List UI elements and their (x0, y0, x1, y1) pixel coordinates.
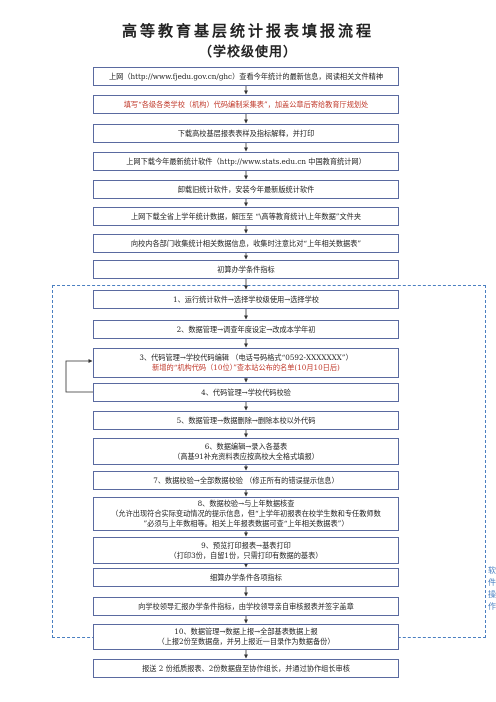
flow-step-step-8-compare-last-year: 8、数据校验→与上年数据核查（允许出现符合实际变动情况的提示信息，但“上学年初报… (93, 497, 399, 531)
flow-step-step-4-code-verify: 4、代码管理→学校代码校验 (93, 383, 399, 402)
flow-step-reinstall-software: 卸载旧统计软件，安装今年最新版统计软件 (93, 180, 399, 199)
flow-step-fill-code-form: 填写“各级各类学校（机构）代码编制采集表”，加盖公章后寄给教育厅规划处 (93, 95, 399, 114)
flow-step-text: 5、数据管理→数据删除→删除本校以外代码 (176, 415, 316, 425)
flow-step-download-software: 上网下载今年最新统计软件（http://www.stats.edu.cn 中国教… (93, 152, 399, 171)
flow-step-step-9-print: 9、预览打印报表→基表打印（打印3份，自留1份，只需打印有数据的基表） (93, 537, 399, 564)
flow-step-text: （允许出现符合实际变动情况的提示信息，但“上学年初报表在校学生数和专任教师数 (111, 509, 381, 519)
software-operation-label: 软件操作 (488, 566, 496, 611)
flow-step-text: 6、数据编辑→录入各基表 (204, 441, 288, 451)
flow-step-step-1-run-software: 1、运行统计软件→选择学校级使用→选择学校 (93, 290, 399, 309)
flow-step-text: 下载高校基层报表表样及指标解释，并打印 (177, 128, 315, 138)
flow-step-text: 1、运行统计软件→选择学校级使用→选择学校 (173, 294, 319, 304)
flow-step-text: 8、数据校验→与上年数据核查 (197, 499, 295, 509)
flow-step-text: 上网下载全省上学年统计数据，解压至 “\高等教育统计\上年数据”文件夹 (130, 211, 362, 221)
flow-step-text: 向校内各部门收集统计相关数据信息，收集时注意比对“上年相关数据表” (130, 238, 362, 248)
flow-step-text: 卸载旧统计软件，安装今年最新版统计软件 (177, 184, 315, 194)
flow-step-step-5-delete-codes: 5、数据管理→数据删除→删除本校以外代码 (93, 411, 399, 430)
flow-step-text: 上网下载今年最新统计软件（http://www.stats.edu.cn 中国教… (126, 156, 366, 166)
flow-step-text: 向学校领导汇报办学条件指标，由学校领导亲自审核报表并签字盖章 (138, 601, 354, 611)
flow-step-step-7-verify-all: 7、数据校验→全部数据校验 （修正所有的错误提示信息） (93, 471, 399, 490)
flow-step-text: 新增的“机构代码（10位）”查本站公布的名单(10月10日后) (152, 363, 340, 372)
flow-step-text: 填写“各级各类学校（机构）代码编制采集表”，加盖公章后寄给教育厅规划处 (123, 99, 369, 109)
flow-step-text: 初算办学条件指标 (217, 264, 275, 274)
flow-step-text: 7、数据校验→全部数据校验 （修正所有的错误提示信息） (153, 475, 339, 485)
flow-step-step-2-set-year: 2、数据管理→调查年度设定→改成本学年初 (93, 320, 399, 339)
flow-step-step-3-code-edit: 3、代码管理→学校代码编辑 （电话号码格式“0592-XXXXXXX”）新增的“… (93, 348, 399, 378)
flow-step-download-last-year-data: 上网下载全省上学年统计数据，解压至 “\高等教育统计\上年数据”文件夹 (93, 207, 399, 226)
flow-step-text: 9、预览打印报表→基表打印 (201, 540, 291, 550)
page-subtitle: （学校级使用） (198, 45, 297, 60)
flow-step-step-10-upload: 10、数据管理→数据上报→全部基表数据上报（上报2份至数据盘，并另上报近一目录作… (93, 624, 399, 650)
flow-step-text: 上网（http://www.fjedu.gov.cn/ghc）查看今年统计的最新… (108, 71, 384, 81)
flow-step-download-forms: 下载高校基层报表表样及指标解释，并打印 (93, 124, 399, 143)
flow-step-text: 细算办学条件各项指标 (210, 572, 282, 582)
flow-step-leader-review: 向学校领导汇报办学条件指标，由学校领导亲自审核报表并签字盖章 (93, 597, 399, 616)
flow-step-initial-calc: 初算办学条件指标 (93, 260, 399, 279)
page-title: 高等教育基层统计报表填报流程 (121, 22, 374, 40)
flow-step-text: 报送 2 份纸质报表、2份数据盘至协作组长，并通过协作组长审核 (142, 663, 350, 673)
loop-arrow (65, 359, 93, 393)
flow-step-text: 4、代码管理→学校代码校验 (201, 387, 291, 397)
flow-step-submit-reports: 报送 2 份纸质报表、2份数据盘至协作组长，并通过协作组长审核 (93, 659, 399, 678)
flow-step-text: （上报2份至数据盘，并另上报近一目录作为数据备份） (157, 637, 335, 646)
flow-step-text: 2、数据管理→调查年度设定→改成本学年初 (176, 324, 316, 334)
flow-step-step-6-enter-tables: 6、数据编辑→录入各基表（高基91补充资料表应按高校大全格式填报） (93, 438, 399, 465)
flow-step-text: ”必须与上年数相等。相关上年报表数据可查“上年相关数据表”） (143, 518, 349, 528)
flow-step-text: 10、数据管理→数据上报→全部基表数据上报 (174, 627, 318, 637)
flow-step-detailed-calc: 细算办学条件各项指标 (93, 568, 399, 587)
flow-step-collect-data: 向校内各部门收集统计相关数据信息，收集时注意比对“上年相关数据表” (93, 234, 399, 253)
flow-step-text: （打印3份，自留1份，只需打印有数据的基表） (169, 550, 323, 560)
flow-step-text: （高基91补充资料表应按高校大全格式填报） (173, 451, 319, 461)
flow-step-text: 3、代码管理→学校代码编辑 （电话号码格式“0592-XXXXXXX”） (139, 353, 353, 363)
flow-step-check-latest-info: 上网（http://www.fjedu.gov.cn/ghc）查看今年统计的最新… (93, 67, 399, 86)
